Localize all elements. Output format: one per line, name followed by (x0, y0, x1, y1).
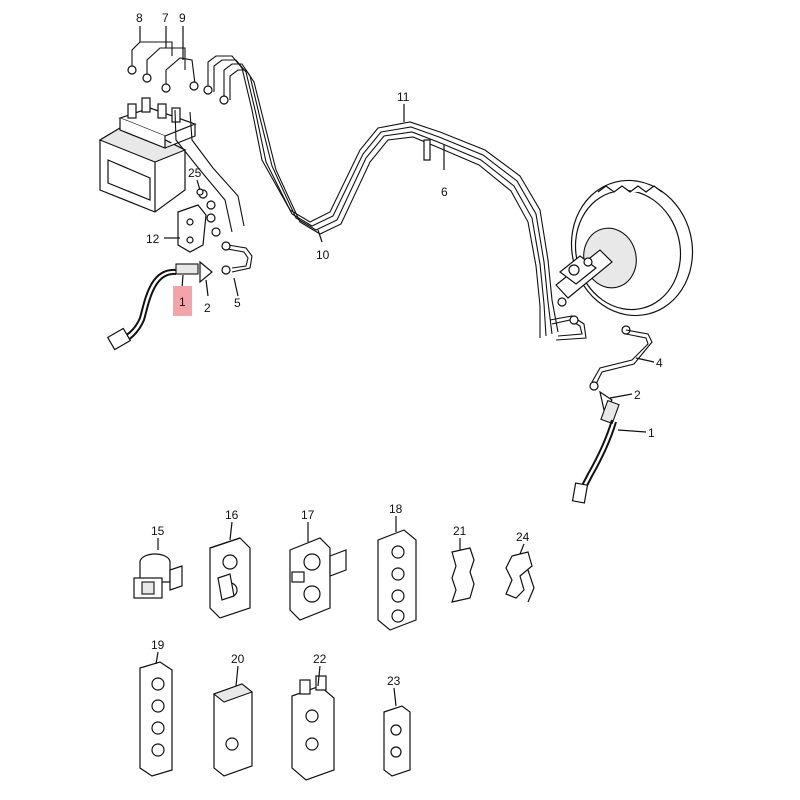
clip-21 (451, 547, 475, 603)
clip-22 (291, 675, 335, 781)
clip-19 (139, 661, 173, 777)
leader-lines (139, 26, 655, 707)
callout-20: 20 (231, 652, 245, 666)
clip-18 (377, 529, 417, 631)
callout-labels: 8 7 9 11 6 25 12 10 1 2 5 4 2 1 15 16 17… (136, 11, 663, 688)
mounting-bracket (177, 204, 207, 253)
callout-11: 11 (397, 90, 410, 104)
callout-9: 9 (179, 11, 186, 25)
callout-2-right: 2 (634, 388, 641, 402)
callout-23: 23 (387, 674, 401, 688)
callout-15: 15 (151, 524, 165, 538)
callout-22: 22 (313, 652, 327, 666)
callout-8: 8 (136, 11, 143, 25)
brake-pipes-upper (127, 41, 559, 338)
callout-6: 6 (441, 185, 448, 199)
clip-15 (133, 553, 183, 599)
callout-17: 17 (301, 508, 315, 522)
callout-5: 5 (234, 296, 241, 310)
callout-2-left: 2 (204, 301, 211, 315)
callout-7: 7 (162, 11, 169, 25)
callout-16: 16 (225, 508, 239, 522)
left-brake-line (106, 241, 253, 351)
brake-booster (549, 179, 694, 341)
callout-1-right: 1 (648, 426, 655, 440)
callout-4: 4 (656, 356, 663, 370)
callout-21: 21 (453, 524, 467, 538)
callout-10: 10 (316, 248, 330, 262)
callout-19: 19 (151, 638, 165, 652)
callout-18: 18 (389, 502, 403, 516)
clip-16 (209, 537, 251, 619)
abs-hydraulic-unit (98, 97, 221, 237)
clip-17 (289, 537, 347, 621)
clip-23 (383, 705, 411, 777)
clip-24 (505, 551, 535, 603)
right-brake-line (571, 329, 653, 504)
callout-25: 25 (188, 166, 202, 180)
callout-1-left: 1 (179, 295, 186, 309)
clip-20 (212, 683, 254, 777)
highlight-box (173, 286, 192, 316)
callout-24: 24 (516, 530, 530, 544)
callout-12: 12 (146, 232, 160, 246)
